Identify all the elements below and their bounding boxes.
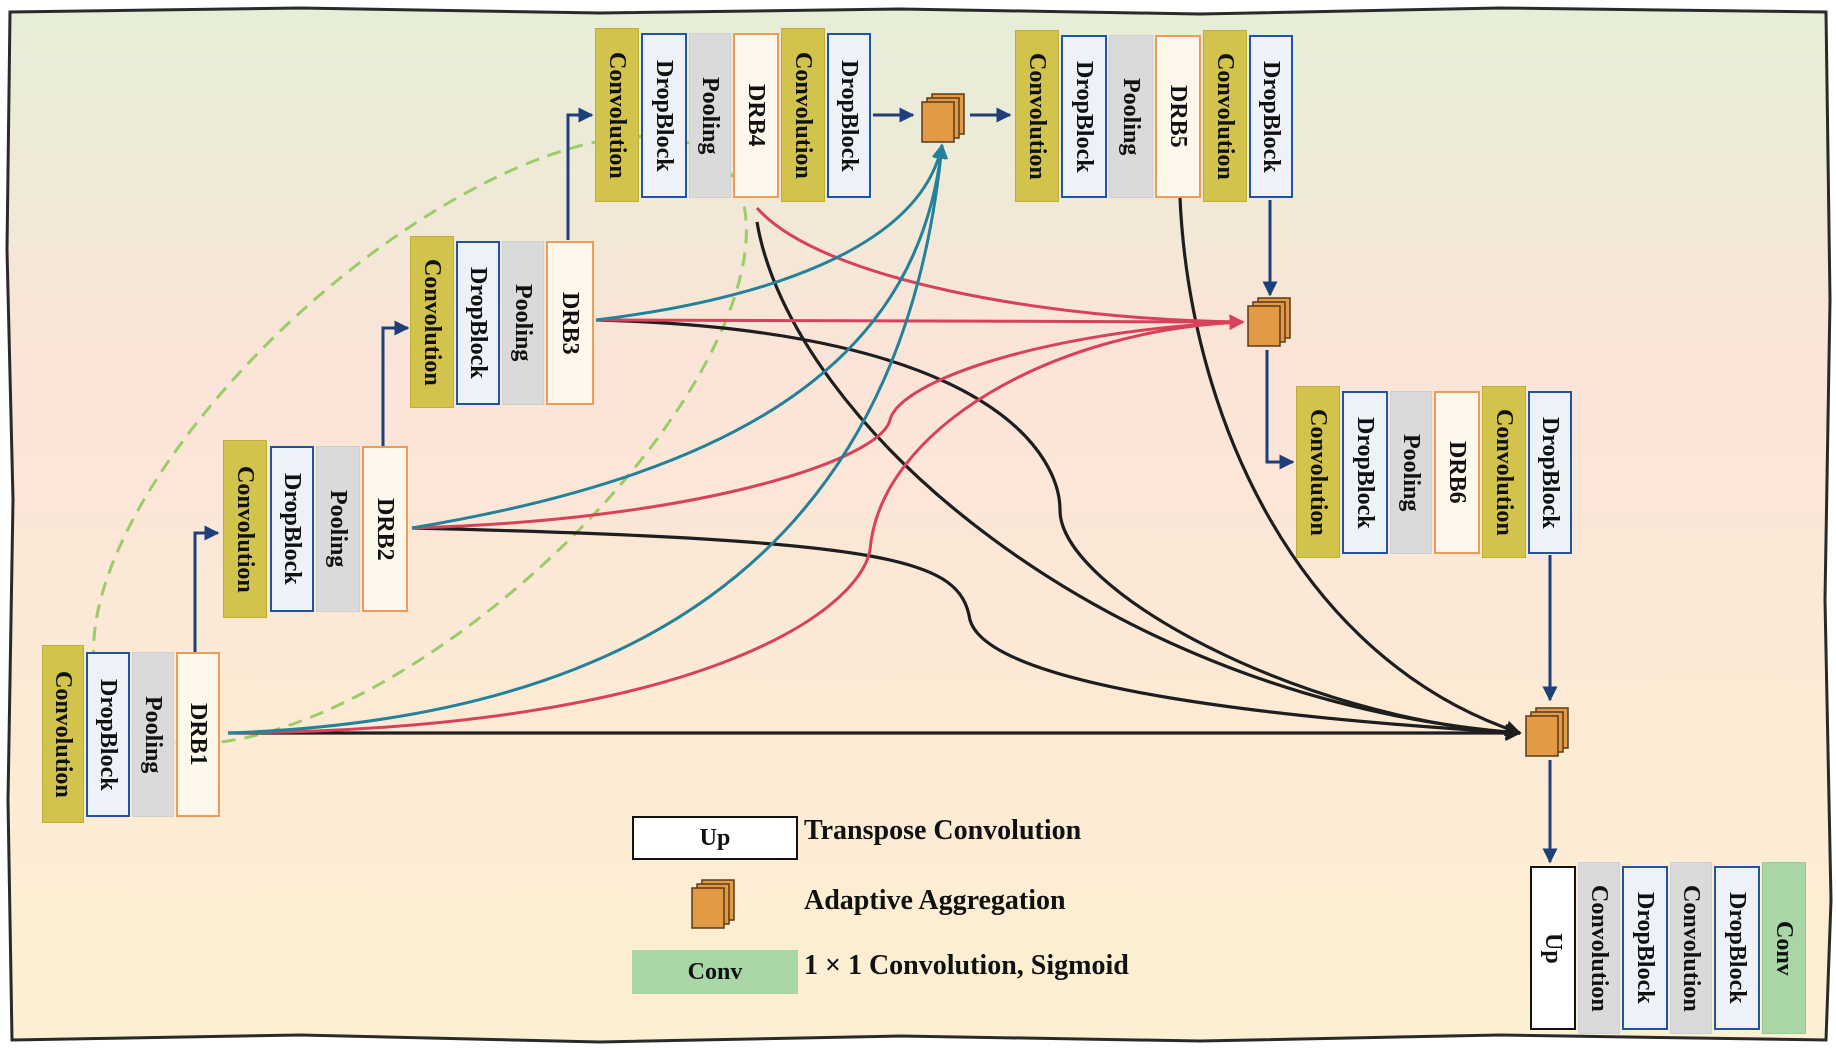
stage5-pooling: Pooling (1109, 35, 1153, 198)
link-drb3-to-agg3 (595, 318, 1522, 741)
output-dropblock: DropBlock (1622, 866, 1668, 1030)
block-drb6: DRB6 (1434, 391, 1480, 554)
block-drb4: DRB4 (733, 33, 779, 198)
stage5-dropblock-2: DropBlock (1249, 35, 1293, 198)
stage6-pooling: Pooling (1390, 391, 1432, 554)
stage6-dropblock: DropBlock (1342, 391, 1388, 554)
stage4-convolution: Convolution (595, 28, 639, 202)
stage6-convolution-2: Convolution (1482, 386, 1526, 558)
output-conv-sigmoid: Conv (1762, 862, 1806, 1034)
block-drb5: DRB5 (1155, 35, 1201, 198)
legend-conv-text: 1 × 1 Convolution, Sigmoid (804, 950, 1129, 981)
link-drb3-to-agg1 (595, 143, 947, 322)
stage4-pooling: Pooling (689, 33, 731, 198)
link-drb4-to-agg2 (755, 207, 1245, 330)
legend-up-box: Up (632, 816, 798, 860)
output-convolution: Convolution (1578, 862, 1620, 1034)
stage6-convolution: Convolution (1296, 386, 1340, 558)
legend-aggregation-icon (691, 879, 735, 929)
stage3-convolution: Convolution (410, 236, 454, 408)
aggregation-icon-2 (1247, 297, 1291, 347)
stage3-dropblock: DropBlock (456, 241, 500, 405)
stage1-pooling: Pooling (132, 652, 174, 817)
stage1-dropblock: DropBlock (86, 652, 130, 817)
link-drb3-to-agg2 (595, 314, 1245, 330)
link-drb4-to-agg3 (755, 221, 1522, 740)
stage2-pooling: Pooling (316, 446, 360, 612)
block-drb2: DRB2 (362, 446, 408, 612)
output-convolution-2: Convolution (1670, 862, 1712, 1034)
stage4-dropblock-2: DropBlock (827, 33, 871, 198)
link-drb1-to-agg2 (227, 315, 1245, 735)
arrow-drb1-to-stage2 (193, 525, 220, 652)
output-up-block: Up (1530, 866, 1576, 1030)
link-drb2-to-agg3 (411, 526, 1522, 741)
arrow-drb2-to-stage3 (381, 320, 410, 446)
stage1-convolution: Convolution (42, 645, 84, 823)
link-drb2-to-agg1 (411, 143, 949, 530)
arrow-agg2-to-stage6 (1265, 350, 1295, 470)
stage5-dropblock: DropBlock (1061, 35, 1107, 198)
block-drb1: DRB1 (176, 652, 220, 817)
stage6-dropblock-2: DropBlock (1528, 391, 1572, 554)
stage5-convolution-2: Convolution (1203, 30, 1247, 202)
link-drb2-to-agg2 (411, 315, 1245, 530)
stage5-convolution: Convolution (1015, 30, 1059, 202)
link-drb1-to-agg1 (227, 143, 949, 735)
legend-conv-box: Conv (632, 950, 798, 994)
stage4-convolution-2: Convolution (781, 28, 825, 202)
block-drb3: DRB3 (546, 241, 594, 405)
link-drb5-to-agg3 (1178, 197, 1522, 737)
legend-up-text: Transpose Convolution (804, 815, 1082, 846)
stage2-convolution: Convolution (223, 440, 267, 618)
aggregation-icon-1 (921, 93, 965, 143)
stage3-pooling: Pooling (502, 241, 544, 405)
stage2-dropblock: DropBlock (270, 446, 314, 612)
stage4-dropblock: DropBlock (641, 33, 687, 198)
arrow-drb3-to-stage4 (566, 107, 594, 240)
legend-aggregation-text: Adaptive Aggregation (804, 885, 1066, 916)
output-dropblock-2: DropBlock (1714, 866, 1760, 1030)
aggregation-icon-3 (1525, 707, 1569, 757)
